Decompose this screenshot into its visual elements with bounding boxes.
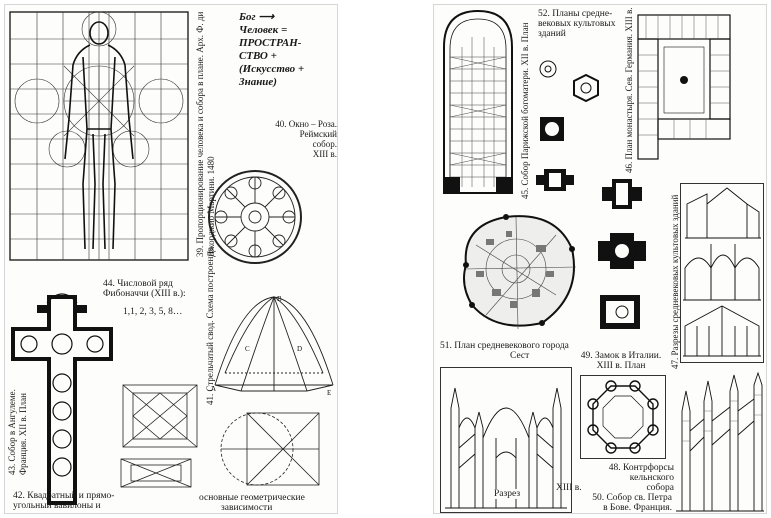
fig42-square-geometry <box>117 379 205 491</box>
fig43-caption: 43. Собор в Ангулеме. Франция. XII в. Пл… <box>7 389 28 475</box>
formula-text: Бог ⟶ Человек = ПРОСТРАН- СТВО + (Искусс… <box>239 11 337 89</box>
formula-line-2: Человек = <box>239 24 288 36</box>
geometry-caption: основные геометрические зависимости <box>199 493 305 513</box>
fig40-rose-window <box>205 167 305 267</box>
fig42-caption: 42. Квадратный и прямо- угольный вавилон… <box>13 491 115 511</box>
formula-line-6: Знание) <box>239 76 277 88</box>
vault-letter-c: C <box>245 345 250 353</box>
fig51-city-plan <box>446 205 586 335</box>
fig51-caption: 51. План средневекового города Сест <box>440 341 569 361</box>
fig48-buttresses-drawing <box>674 371 766 513</box>
fig49-caption: 49. Замок в Италии. XIII в. План <box>580 351 662 371</box>
fig39-proportion-drawing <box>7 9 191 263</box>
vault-letter-e: E <box>327 389 331 397</box>
fig48-caption-century: XIII в. <box>556 483 582 493</box>
fig47-sections-frame <box>680 183 764 363</box>
fig41-caption: 41. Стрельчатый свод. Схема построения <box>205 247 215 405</box>
fig48-caption: 48. Контрфорсы кельнского собора <box>608 463 674 493</box>
fig47-caption: 47. Разрезы средневековых культовых здан… <box>670 194 680 369</box>
section-label: Разрез <box>494 489 521 499</box>
fig47-sections-drawing <box>683 187 761 357</box>
formula-line-4: СТВО + <box>239 50 277 62</box>
fig52-caption: 52. Планы средне- вековых культовых здан… <box>538 9 616 39</box>
fig43-cathedral-plan <box>7 285 115 513</box>
fig50-caption: 50. Собор св. Петра в Бове. Франция. <box>592 493 672 513</box>
vault-letter-a: A <box>211 385 216 393</box>
fig45-caption: 45. Собор Парижской богоматери. XII в. П… <box>520 22 530 199</box>
vault-letter-d: D <box>297 345 302 353</box>
formula-line-5: (Искусство + <box>239 63 305 75</box>
fig49-castle-frame <box>580 375 666 459</box>
formula-line-1: Бог ⟶ <box>239 11 275 23</box>
fig44-caption: 44. Числовой ряд Фибоначчи (XIII в.): <box>103 279 186 299</box>
left-page: 39. Пропорционирование человека и собора… <box>4 4 338 514</box>
formula-line-3: ПРОСТРАН- <box>239 37 302 49</box>
fig40-caption: 40. Окно – Роза. Реймский собор. XIII в. <box>275 119 337 159</box>
fig49-castle-plan <box>587 380 659 454</box>
fig52-small-plans <box>534 51 614 201</box>
circle-square-construction <box>217 405 337 489</box>
fig45-notre-dame-plan <box>438 7 518 197</box>
right-page: 45. Собор Парижской богоматери. XII в. П… <box>433 4 767 514</box>
arrow-right-icon: ⟶ <box>258 11 275 23</box>
fig50-section-frame <box>440 367 572 513</box>
fig41-pointed-vault: A B C D E <box>211 291 337 403</box>
centric-church-plans <box>592 173 652 343</box>
vault-letter-b: B <box>277 295 282 303</box>
fig46-caption: 46. План монастыря. Сев. Германия. XIII … <box>624 7 634 173</box>
fig46-monastery-plan <box>634 11 734 161</box>
fig50-section-drawing <box>445 387 567 509</box>
fibonacci-series: 1,1, 2, 3, 5, 8… <box>123 307 183 317</box>
